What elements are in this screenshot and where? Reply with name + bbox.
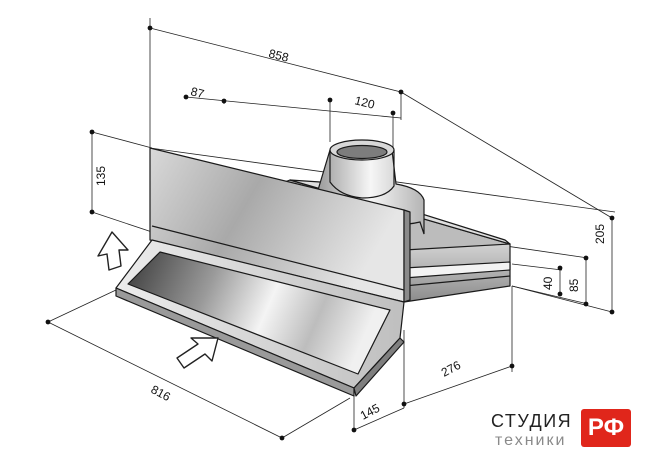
dim-total-height: 205 [593,224,607,244]
brand-logo: СТУДИЯ техники РФ [483,409,643,457]
dimension-dots [45,25,615,441]
dim-front-panel-height: 135 [94,166,108,186]
dim-duct-diameter: 120 [353,93,376,112]
dim-lower-height: 40 [541,276,555,290]
dim-duct-offset: 87 [189,84,206,101]
dim-depth: 276 [439,358,464,380]
brand-line-tech: техники [495,432,567,449]
dim-body-height: 85 [567,278,581,292]
tray-direction-arrow-icon [176,337,219,369]
brand-badge: РФ [581,409,631,447]
airflow-arrow-up-icon [97,231,129,271]
dim-front-width: 816 [149,382,174,404]
dim-overall-width: 858 [267,46,290,65]
brand-line-studio: СТУДИЯ [491,411,573,431]
pull-out-tray [115,239,405,397]
